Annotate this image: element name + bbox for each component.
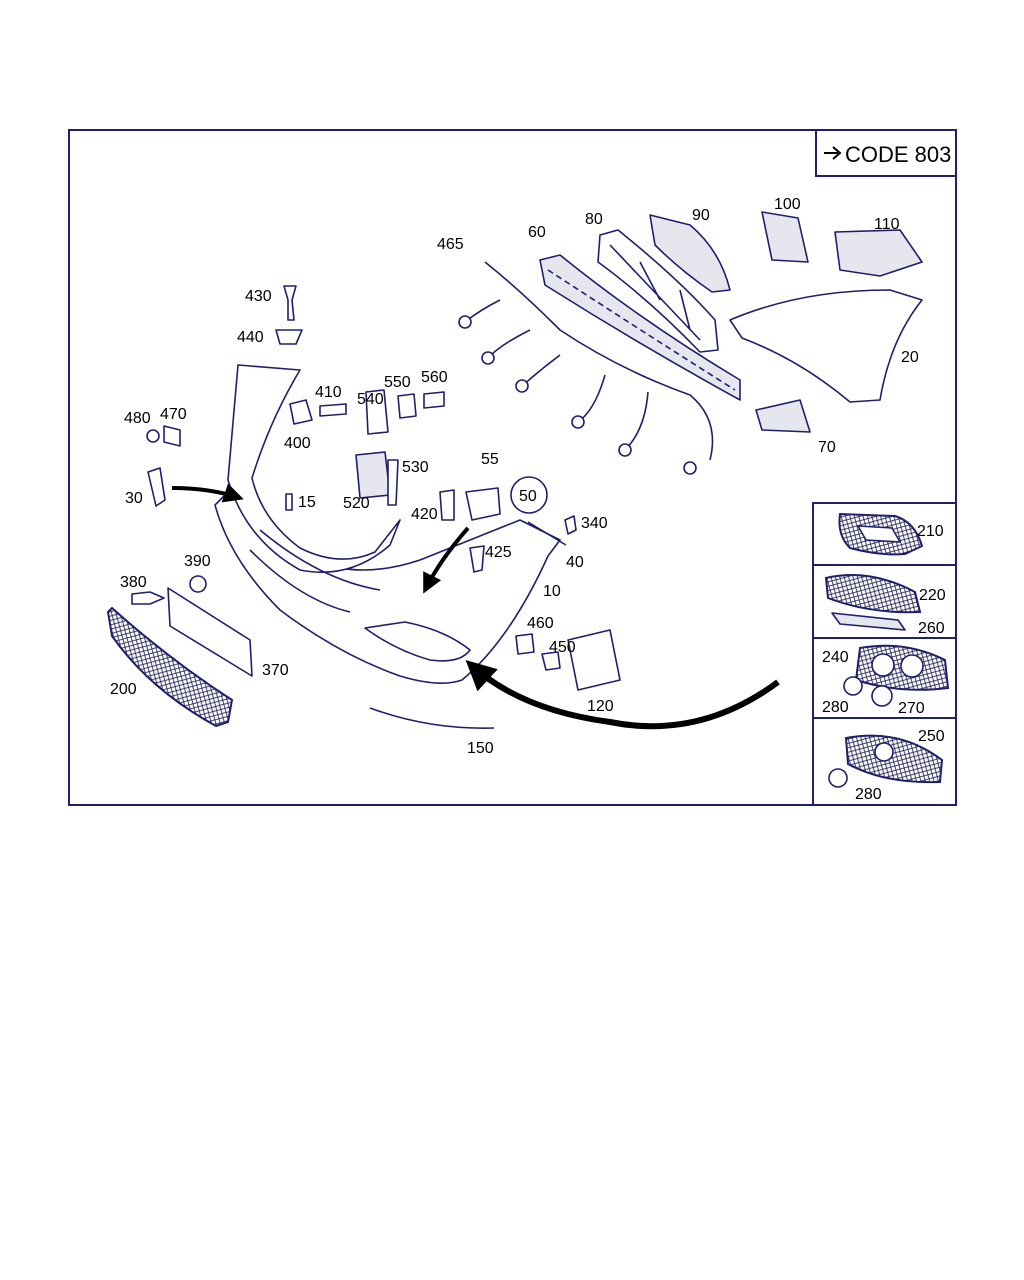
callout-150: 150 bbox=[467, 740, 494, 757]
callout-250: 250 bbox=[918, 728, 945, 745]
arrow-30 bbox=[171, 483, 244, 503]
callout-210: 210 bbox=[917, 523, 944, 540]
code-box: CODE 803 bbox=[815, 129, 957, 177]
callout-340: 340 bbox=[581, 515, 608, 532]
callout-220: 220 bbox=[919, 587, 946, 604]
grille-220-shape bbox=[824, 574, 922, 614]
arrow-right-icon bbox=[824, 146, 842, 160]
callout-100: 100 bbox=[774, 196, 801, 213]
bracket-100-shape bbox=[761, 211, 809, 263]
callout-425: 425 bbox=[485, 544, 512, 561]
callout-465: 465 bbox=[437, 236, 464, 253]
callout-50: 50 bbox=[519, 488, 537, 505]
callout-460: 460 bbox=[527, 615, 554, 632]
strip-150-shape bbox=[369, 707, 495, 729]
ring-270-shape bbox=[871, 685, 893, 707]
callout-400: 400 bbox=[284, 435, 311, 452]
arrow-425 bbox=[423, 526, 470, 594]
callout-380: 380 bbox=[120, 574, 147, 591]
harness-465 bbox=[458, 261, 714, 475]
trim-260-shape bbox=[831, 612, 906, 631]
callout-390: 390 bbox=[184, 553, 211, 570]
support-60 bbox=[539, 254, 741, 401]
callout-450: 450 bbox=[549, 639, 576, 656]
callout-50-ring bbox=[510, 476, 548, 514]
callout-280a: 280 bbox=[822, 699, 849, 716]
callout-80: 80 bbox=[585, 211, 603, 228]
callout-110: 110 bbox=[874, 216, 900, 233]
plate-holder-370-shape bbox=[167, 587, 253, 677]
callout-430: 430 bbox=[245, 288, 272, 305]
callout-440: 440 bbox=[237, 329, 264, 346]
fasteners bbox=[131, 285, 621, 691]
callout-200: 200 bbox=[110, 681, 137, 698]
code-label: CODE 803 bbox=[845, 142, 951, 167]
callout-60: 60 bbox=[528, 224, 546, 241]
callout-270: 270 bbox=[898, 700, 925, 717]
callout-30: 30 bbox=[125, 490, 143, 507]
callout-560: 560 bbox=[421, 369, 448, 386]
callout-260: 260 bbox=[918, 620, 945, 637]
diagram-frame bbox=[68, 129, 957, 806]
callout-120: 120 bbox=[587, 698, 614, 715]
callout-550: 550 bbox=[384, 374, 411, 391]
callout-240: 240 bbox=[822, 649, 849, 666]
bracket-110-shape bbox=[834, 229, 923, 277]
holder-70-shape bbox=[755, 399, 811, 433]
callout-420: 420 bbox=[411, 506, 438, 523]
callout-40: 40 bbox=[566, 554, 584, 571]
callout-480: 480 bbox=[124, 410, 151, 427]
callout-470: 470 bbox=[160, 406, 187, 423]
callout-10: 10 bbox=[543, 583, 561, 600]
callout-90: 90 bbox=[692, 207, 710, 224]
callout-55: 55 bbox=[481, 451, 499, 468]
guide-20-shape bbox=[729, 289, 923, 403]
callout-540: 540 bbox=[357, 391, 384, 408]
part-30-shape bbox=[147, 467, 166, 507]
callout-410: 410 bbox=[315, 384, 342, 401]
grille-200-shape bbox=[106, 606, 234, 728]
callout-15: 15 bbox=[298, 494, 316, 511]
callout-20: 20 bbox=[901, 349, 919, 366]
callout-280b: 280 bbox=[855, 786, 882, 803]
ring-280b-shape bbox=[828, 768, 848, 788]
bumper-cover-10 bbox=[214, 364, 561, 684]
variant-panels bbox=[812, 502, 957, 806]
callout-530: 530 bbox=[402, 459, 429, 476]
arrow-120 bbox=[465, 659, 780, 730]
callout-labels: 10 15 20 30 40 50 55 60 70 80 90 100 110 120 150 200 210… bbox=[110, 196, 946, 803]
callout-70: 70 bbox=[818, 439, 836, 456]
callout-520: 520 bbox=[343, 495, 370, 512]
callout-370: 370 bbox=[262, 662, 289, 679]
bracket-90-shape bbox=[649, 214, 731, 293]
grille-250-shape bbox=[844, 734, 944, 784]
ring-280a-shape bbox=[843, 676, 863, 696]
carrier-80 bbox=[597, 229, 719, 353]
